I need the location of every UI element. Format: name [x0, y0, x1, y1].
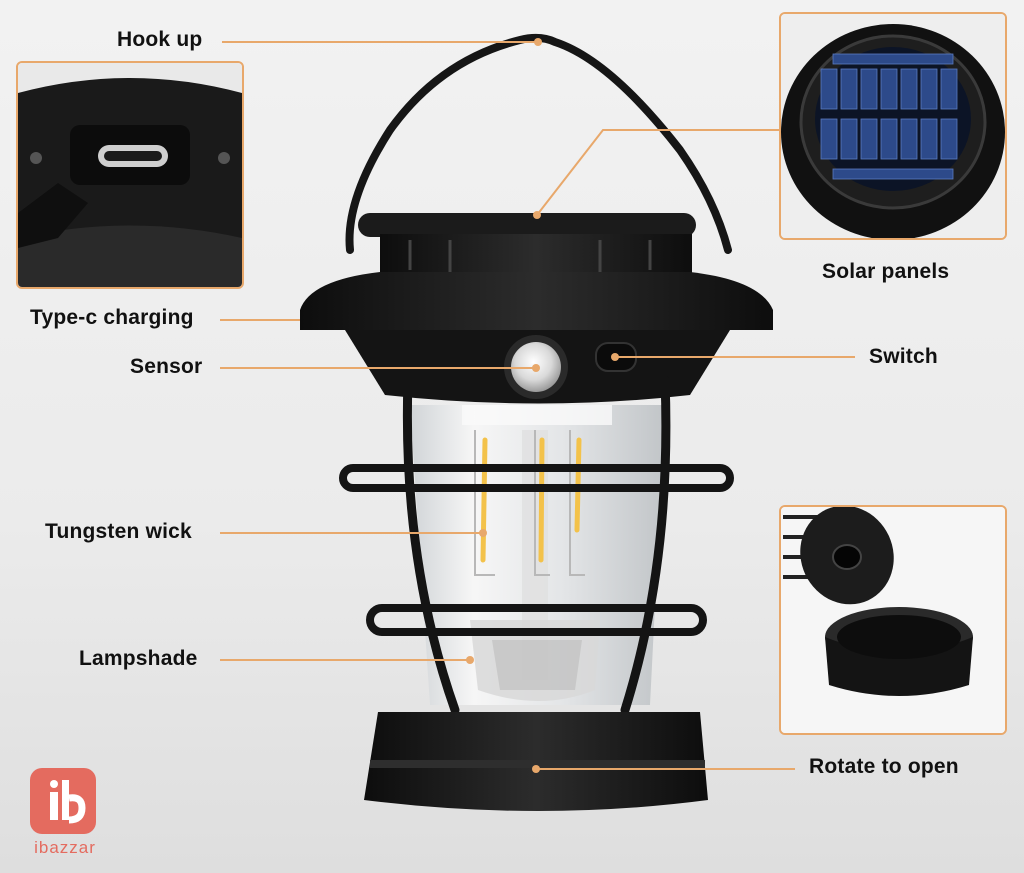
usb-c-port-icon — [18, 63, 242, 287]
ibazzar-logo-icon — [50, 780, 86, 824]
label-hook-up: Hook up — [117, 28, 203, 51]
inset-solar-panel — [779, 12, 1007, 240]
inset-type-c-port — [16, 61, 244, 289]
label-solar-panels: Solar panels — [822, 260, 950, 283]
label-rotate-to-open: Rotate to open — [809, 755, 959, 778]
base-detail-image — [781, 507, 1005, 733]
label-tungsten-wick: Tungsten wick — [45, 520, 192, 543]
brand-name: ibazzar — [34, 838, 96, 857]
brand-logo — [30, 768, 96, 834]
label-lampshade: Lampshade — [79, 647, 198, 670]
label-type-c-charging: Type-c charging — [30, 306, 194, 329]
hook-handle — [345, 33, 732, 254]
label-sensor: Sensor — [130, 355, 203, 378]
solar-cell-icon — [781, 14, 1005, 238]
label-switch: Switch — [869, 345, 938, 368]
inset-rotate-base — [779, 505, 1007, 735]
